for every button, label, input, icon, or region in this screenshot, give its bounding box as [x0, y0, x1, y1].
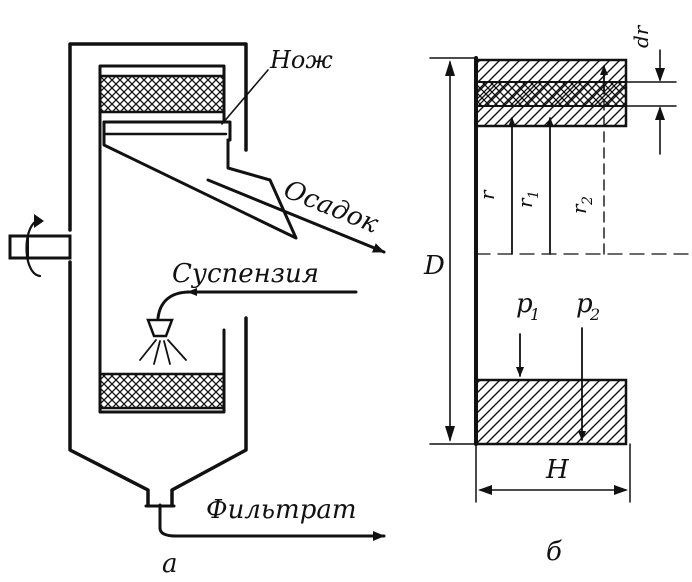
h-arrow-right-icon [614, 485, 628, 495]
sediment-chute [102, 120, 298, 240]
r1-label-sub: 1 [526, 190, 542, 199]
caption-b: б [546, 537, 562, 567]
drive-shaft [8, 214, 72, 278]
caption-a: а [162, 549, 178, 579]
knife-leader-line [221, 69, 269, 125]
p2-label-main: p [576, 289, 593, 319]
r1-label: r 1 [513, 190, 542, 208]
r2-label-main: r [567, 203, 591, 214]
p1-label-main: p [516, 289, 533, 319]
spray-nozzle-icon [146, 318, 174, 338]
h-label: H [545, 455, 570, 485]
filtrate-pipe [158, 503, 386, 541]
casing-right-lower [170, 316, 248, 507]
sediment-arrow [206, 178, 386, 254]
knife-blade [102, 120, 232, 142]
knife-label: Нож [269, 46, 333, 74]
filter-ring-top [98, 74, 226, 114]
suspension-label: Суспензия [172, 259, 319, 289]
rotation-arrowhead-icon [34, 214, 44, 228]
ring-section-b: D dr r r 1 r 2 p 1 [423, 24, 691, 567]
spray-lines [139, 339, 187, 365]
p2-label-sub: 2 [589, 305, 600, 324]
dr-arrow-bottom-icon [655, 106, 665, 120]
dr-label: dr [629, 24, 653, 48]
ring-section-bottom [474, 378, 628, 446]
dr-arrow-top-icon [655, 68, 665, 82]
r2-label-sub: 2 [580, 196, 596, 206]
filtrate-label: Фильтрат [206, 495, 357, 525]
casing-outer-wall-lower [68, 260, 150, 507]
r2-label: r 2 [567, 196, 596, 214]
d-arrow-top-icon [445, 60, 455, 76]
filter-ring-bottom [98, 372, 226, 410]
suspension-pipe [156, 290, 358, 320]
h-arrow-left-icon [478, 485, 492, 495]
r-label: r [475, 189, 499, 200]
d-arrow-bottom-icon [445, 426, 455, 442]
d-label: D [423, 251, 445, 281]
r1-label-main: r [513, 197, 537, 208]
centrifuge-section-a: Нож Осадок Суспензия Фильтрат а [8, 42, 386, 579]
p1-label-sub: 1 [530, 305, 540, 324]
ring-element-dr [475, 81, 627, 107]
